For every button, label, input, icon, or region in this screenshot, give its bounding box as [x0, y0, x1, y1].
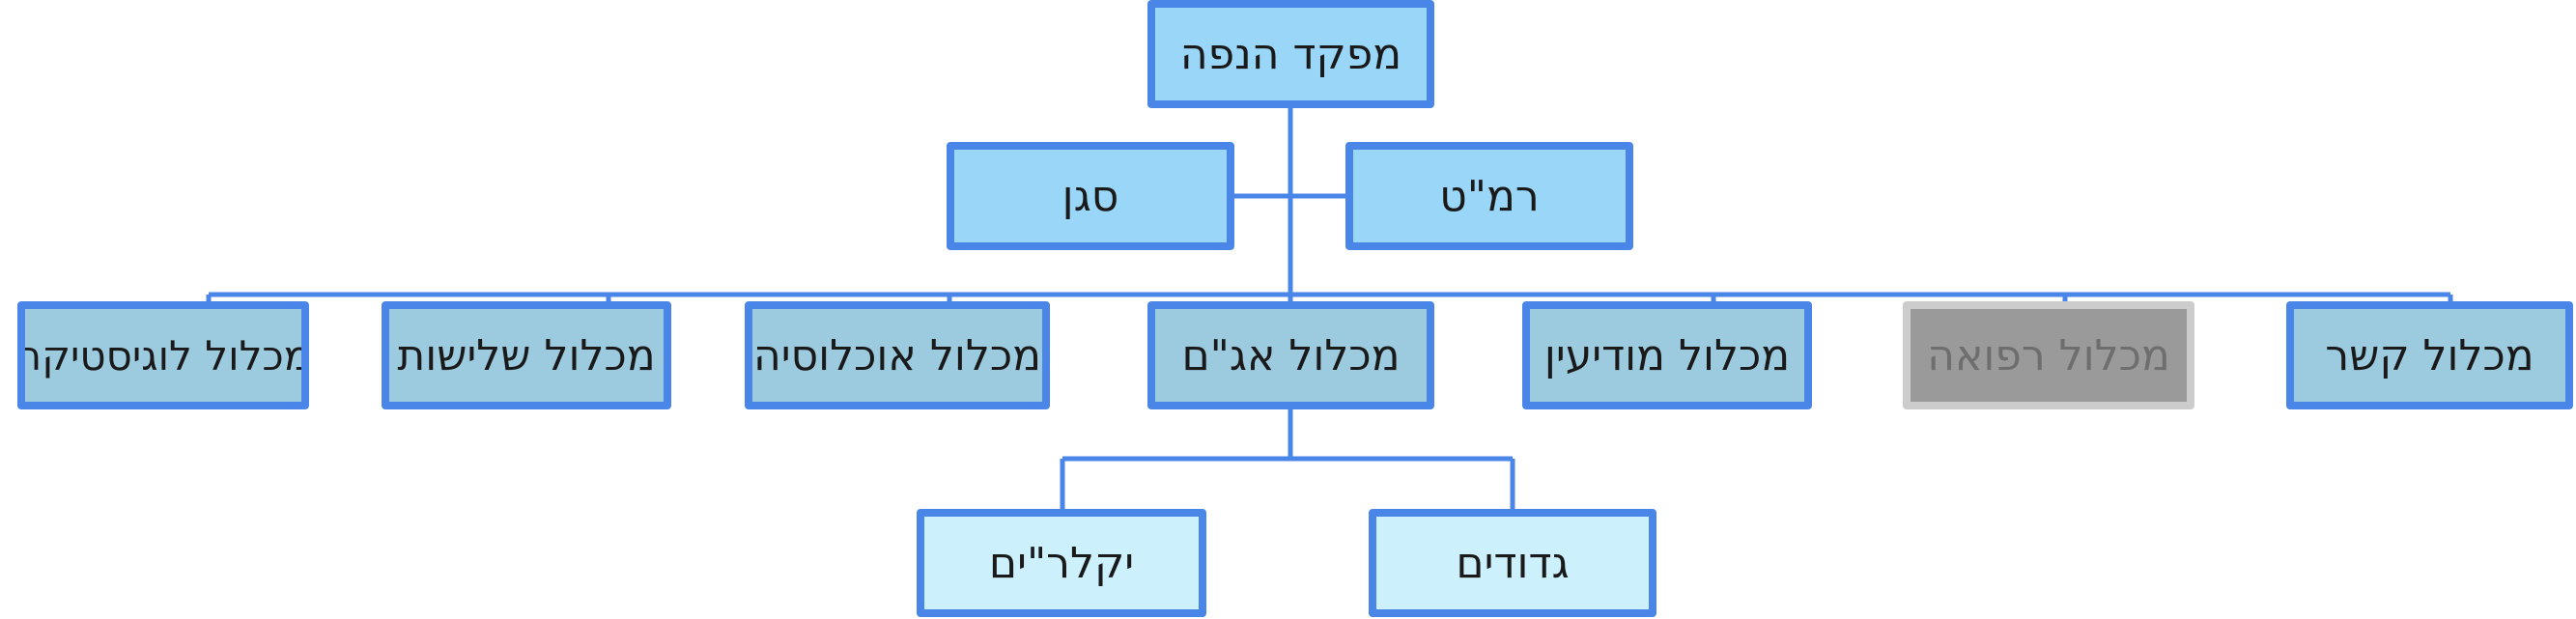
node-battalions[interactable]: גדודים	[1369, 509, 1656, 617]
node-logistics[interactable]: מכלול לוגיסטיקה	[17, 301, 309, 409]
node-chief-of-staff[interactable]: רמ"ט	[1345, 142, 1633, 250]
node-medical[interactable]: מכלול רפואה	[1903, 301, 2194, 409]
node-communications[interactable]: מכלול קשר	[2286, 301, 2573, 409]
node-intelligence[interactable]: מכלול מודיעין	[1522, 301, 1812, 409]
node-third-party[interactable]: מכלול שלישות	[382, 301, 671, 409]
node-population[interactable]: מכלול אוכלוסיה	[745, 301, 1050, 409]
node-deputy[interactable]: סגן	[947, 142, 1234, 250]
node-commander[interactable]: מפקד הנפה	[1147, 0, 1434, 108]
node-reserve-units[interactable]: יקלר"ים	[917, 509, 1206, 617]
node-operations[interactable]: מכלול אג"ם	[1147, 301, 1434, 409]
